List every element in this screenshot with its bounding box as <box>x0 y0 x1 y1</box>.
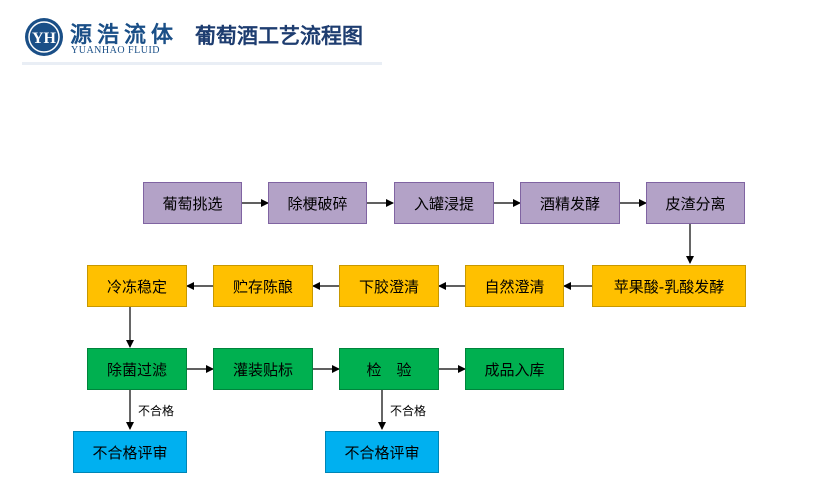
logo-english-name: YUANHAO FLUID <box>71 45 160 56</box>
step-sterile-filtration: 除菌过滤 <box>87 348 187 390</box>
reject-label-2: 不合格 <box>390 404 427 418</box>
step-pomace-separation: 皮渣分离 <box>646 182 745 224</box>
step-grape-selection: 葡萄挑选 <box>143 182 242 224</box>
logo-mark-text: YH <box>32 30 57 47</box>
step-warehousing: 成品入库 <box>465 348 564 390</box>
logo-badge-icon: YH <box>25 18 63 56</box>
reject-label-1: 不合格 <box>138 404 175 418</box>
step-malolactic-fermentation: 苹果酸-乳酸发酵 <box>592 265 746 307</box>
header-divider <box>22 62 382 65</box>
reject-review-1: 不合格评审 <box>73 431 187 473</box>
step-fining-clarification: 下胶澄清 <box>339 265 439 307</box>
step-inspection: 检 验 <box>339 348 439 390</box>
page-title: 葡萄酒工艺流程图 <box>195 24 363 48</box>
step-bottling-labeling: 灌装贴标 <box>213 348 313 390</box>
step-tank-maceration: 入罐浸提 <box>394 182 494 224</box>
step-destemming-crushing: 除梗破碎 <box>268 182 367 224</box>
step-natural-clarification: 自然澄清 <box>465 265 564 307</box>
step-cold-stabilization: 冷冻稳定 <box>87 265 187 307</box>
step-storage-aging: 贮存陈酿 <box>213 265 313 307</box>
company-logo: YH 源浩流体 YUANHAO FLUID <box>24 15 184 61</box>
step-alcoholic-fermentation: 酒精发酵 <box>520 182 620 224</box>
reject-review-2: 不合格评审 <box>325 431 439 473</box>
logo-chinese-name: 源浩流体 <box>70 22 179 48</box>
